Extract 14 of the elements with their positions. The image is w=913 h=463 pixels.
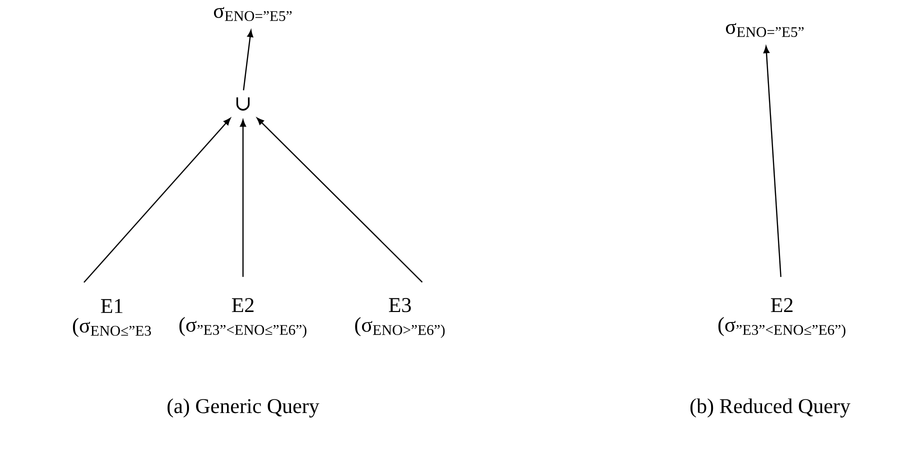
caption: (b) Reduced Query bbox=[690, 398, 850, 418]
union-symbol: ∪ bbox=[236, 97, 250, 111]
arrow bbox=[240, 120, 246, 277]
selection-label: σ$_{ENO=”E5”}$ bbox=[726, 23, 804, 37]
arrow bbox=[84, 118, 231, 283]
relation-label: E1 (σ$_{ENO≤”E3}$ bbox=[72, 299, 151, 337]
caption: (a) Generic Query bbox=[168, 398, 320, 418]
arrow bbox=[763, 46, 782, 278]
arrow bbox=[256, 118, 423, 283]
relation-label: E3 (σ$_{ENO>”E6”)}$ bbox=[355, 298, 445, 338]
relation-label: E2 (σ$_{”E3”<ENO≤”E6”)}$ bbox=[718, 298, 846, 338]
arrow bbox=[242, 30, 254, 90]
relation-label: E2 (σ$_{”E3”<ENO≤”E6”)}$ bbox=[179, 298, 306, 338]
selection-label: σ$_{ENO=”E5”}$ bbox=[214, 7, 292, 21]
